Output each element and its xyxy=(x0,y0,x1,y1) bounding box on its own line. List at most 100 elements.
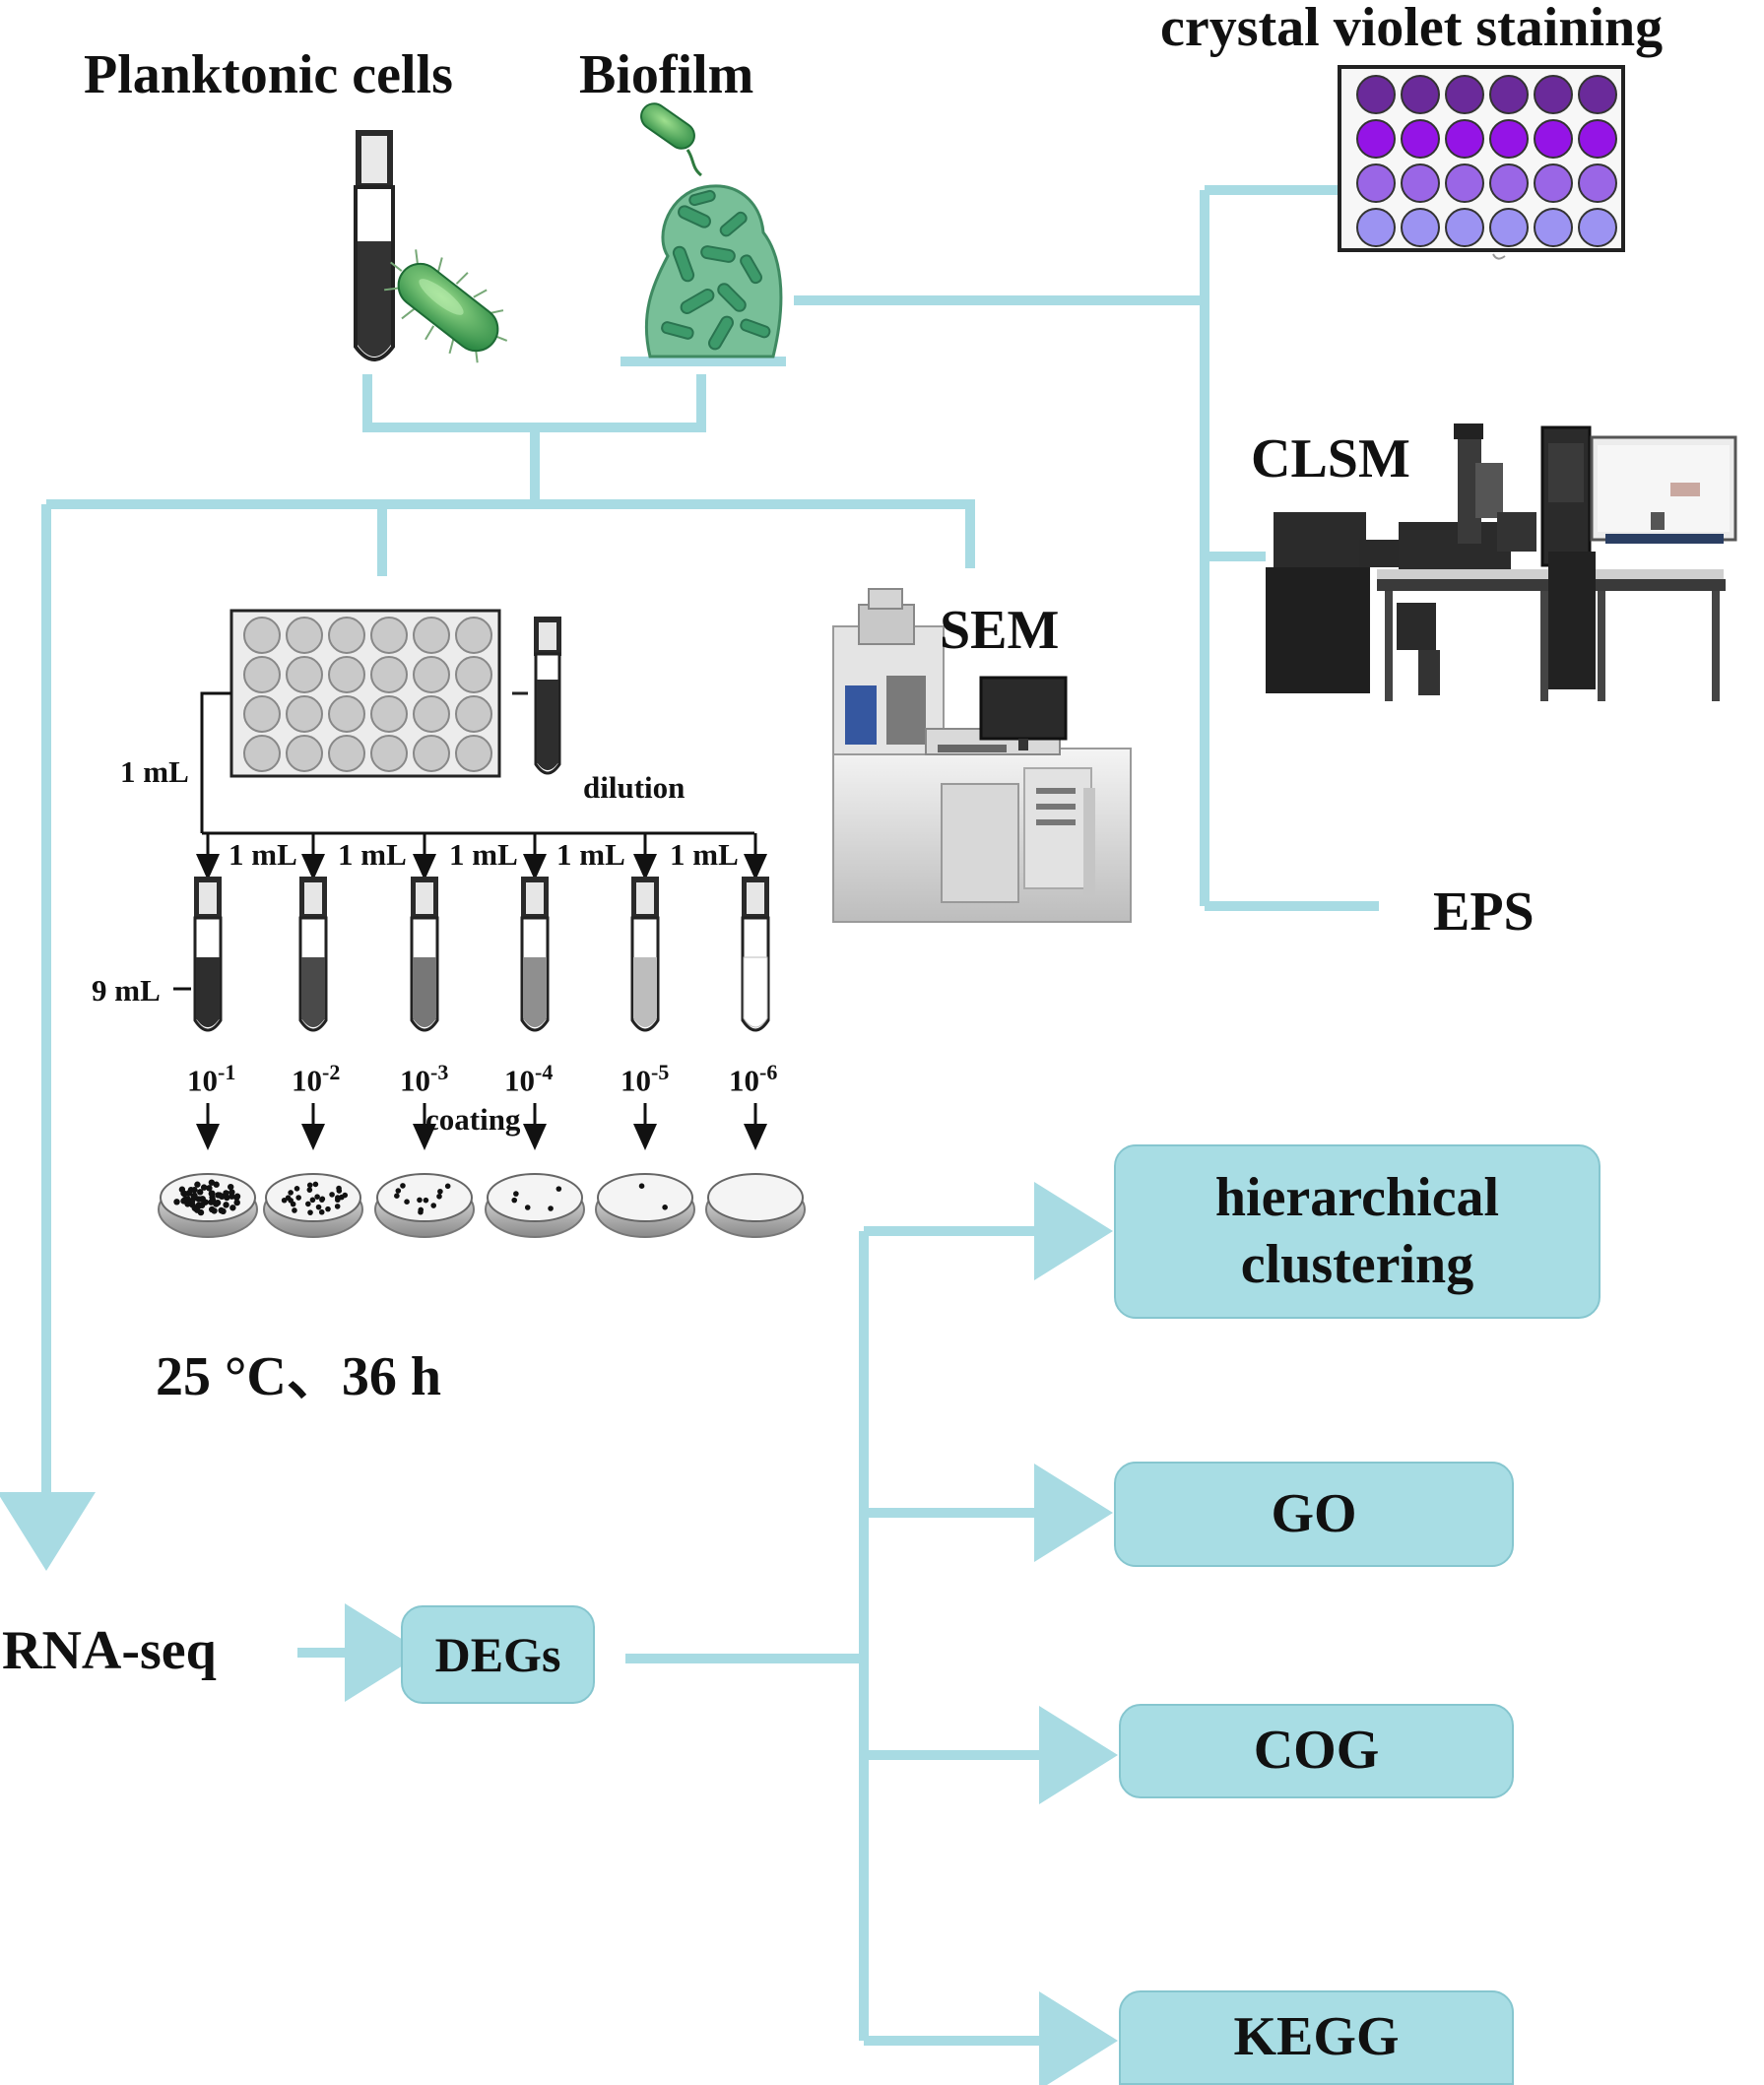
dilution-black-lines xyxy=(173,691,767,1150)
plate-well xyxy=(243,617,281,654)
transfer-label-3: 1 mL xyxy=(449,837,518,872)
plate-well xyxy=(286,695,323,733)
plate-well xyxy=(1534,119,1573,159)
culture-dish xyxy=(158,1173,258,1238)
dilution-tube xyxy=(193,877,223,1032)
plate-well xyxy=(1489,75,1529,114)
plate-well xyxy=(286,617,323,654)
kegg-box: KEGG xyxy=(1119,1990,1514,2085)
plate-well xyxy=(243,695,281,733)
plate-well xyxy=(328,617,365,654)
tube-volume-label: 9 mL xyxy=(92,973,161,1008)
plate-well xyxy=(1534,75,1573,114)
dilution-tube xyxy=(520,877,550,1032)
sem-microscope-icon xyxy=(832,588,1132,923)
plate-well xyxy=(286,735,323,772)
eps-label: EPS xyxy=(1433,881,1535,943)
factor-label-5: 10-5 xyxy=(621,1060,670,1098)
factor-label-2: 10-2 xyxy=(292,1060,341,1098)
culture-dishes xyxy=(158,1173,806,1238)
culture-dish xyxy=(263,1173,363,1238)
plate-well xyxy=(1401,163,1440,203)
plate-well xyxy=(328,656,365,693)
factor-label-4: 10-4 xyxy=(504,1060,554,1098)
plate-well xyxy=(1445,208,1484,247)
coating-label: coating xyxy=(425,1102,521,1137)
plate-well xyxy=(1445,75,1484,114)
culture-dish xyxy=(595,1173,695,1238)
plate-well xyxy=(1401,75,1440,114)
plate-well xyxy=(1489,208,1529,247)
plate-well xyxy=(1578,75,1617,114)
dilution-24-well-plate xyxy=(229,609,501,778)
factor-label-3: 10-3 xyxy=(400,1060,449,1098)
dilution-label: dilution xyxy=(583,770,686,805)
transfer-label-5: 1 mL xyxy=(670,837,739,872)
dilution-tube xyxy=(410,877,439,1032)
plate-well xyxy=(370,695,408,733)
dilution-tube xyxy=(298,877,328,1032)
volume-label-left: 1 mL xyxy=(120,754,189,789)
plate-well xyxy=(413,656,450,693)
transfer-label-2: 1 mL xyxy=(338,837,407,872)
clsm-label: CLSM xyxy=(1251,428,1410,489)
plate-well xyxy=(370,735,408,772)
clsm-microscope-icon xyxy=(1266,424,1737,701)
culture-dish xyxy=(705,1173,806,1238)
plate-well xyxy=(328,695,365,733)
plate-well xyxy=(413,695,450,733)
plate-well xyxy=(1534,163,1573,203)
plate-well xyxy=(1356,208,1396,247)
plate-well xyxy=(1445,119,1484,159)
culture-dish xyxy=(485,1173,585,1238)
factor-label-6: 10-6 xyxy=(729,1060,778,1098)
plate-well xyxy=(1489,163,1529,203)
incubation-label: 25 °C、36 h xyxy=(156,1346,441,1407)
plate-well xyxy=(243,656,281,693)
plate-well xyxy=(328,735,365,772)
dilution-tube xyxy=(630,877,660,1032)
biofilm-label: Biofilm xyxy=(579,44,754,105)
plate-well xyxy=(370,617,408,654)
planktonic-tube xyxy=(354,130,395,361)
planktonic-bacterium xyxy=(384,249,508,363)
dilution-tubes xyxy=(193,877,770,1032)
plate-well xyxy=(1401,208,1440,247)
plate-well xyxy=(1578,163,1617,203)
sem-label: SEM xyxy=(940,600,1060,661)
plate-well xyxy=(370,656,408,693)
plate-well xyxy=(1356,75,1396,114)
dilution-tube xyxy=(741,877,770,1032)
go-box: GO xyxy=(1114,1462,1514,1567)
plate-well xyxy=(413,735,450,772)
plate-well xyxy=(243,735,281,772)
plate-well xyxy=(1356,119,1396,159)
plate-well xyxy=(455,695,492,733)
biofilm-illustration xyxy=(621,102,786,366)
crystal-violet-plate xyxy=(1338,65,1625,260)
transfer-label-1: 1 mL xyxy=(229,837,297,872)
plate-well xyxy=(455,735,492,772)
crystal-violet-label: crystal violet staining xyxy=(1160,0,1664,58)
plate-well xyxy=(1489,119,1529,159)
plate-well xyxy=(1578,208,1617,247)
plate-well xyxy=(1578,119,1617,159)
degs-box: DEGs xyxy=(401,1605,595,1704)
plate-well xyxy=(286,656,323,693)
plate-well xyxy=(413,617,450,654)
planktonic-cells-label: Planktonic cells xyxy=(84,44,453,105)
plate-well xyxy=(1445,163,1484,203)
plate-well xyxy=(455,656,492,693)
stock-tube xyxy=(512,617,561,775)
culture-dish xyxy=(374,1173,475,1238)
plate-well xyxy=(455,617,492,654)
rna-seq-label: RNA-seq xyxy=(2,1620,217,1681)
factor-label-1: 10-1 xyxy=(187,1060,236,1098)
plate-well xyxy=(1356,163,1396,203)
plate-well xyxy=(1534,208,1573,247)
transfer-label-4: 1 mL xyxy=(556,837,625,872)
connector-lines xyxy=(0,185,1379,2085)
